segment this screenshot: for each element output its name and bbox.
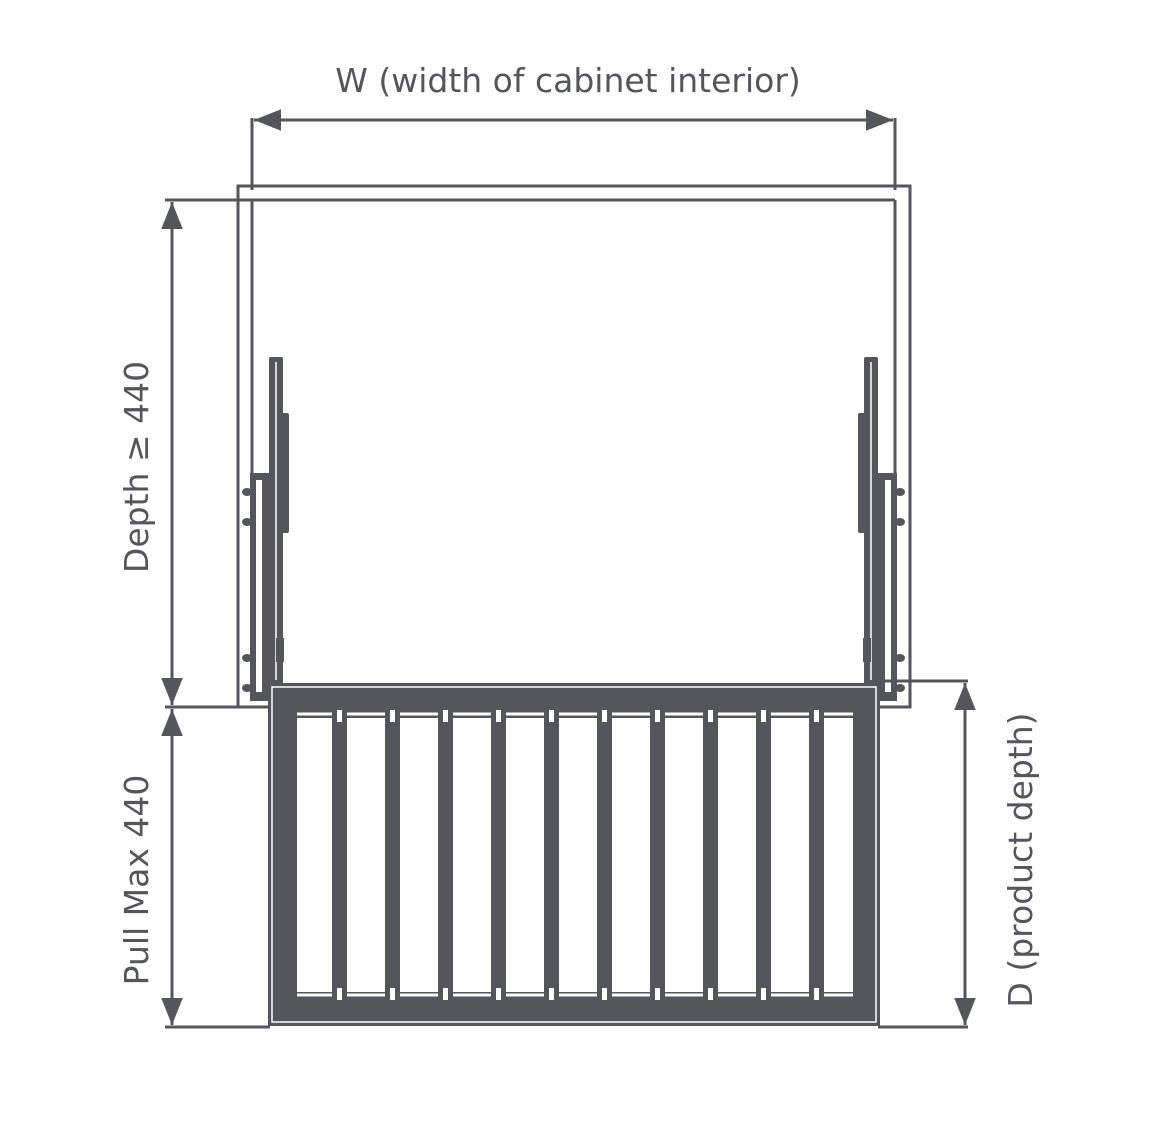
right-slide-rail [857, 356, 906, 702]
slat-notch [337, 710, 342, 722]
basket-slat [385, 710, 400, 998]
basket-slat [809, 710, 824, 998]
slat-notch [496, 710, 501, 722]
slat-notch [814, 988, 819, 1000]
left-slide-rail [242, 357, 289, 701]
basket-slat [491, 710, 506, 998]
basket-slat [438, 710, 453, 998]
slat-notch [761, 988, 766, 1000]
cabinet-outline [236, 184, 912, 709]
slat-notch [708, 710, 713, 722]
slat-notch [496, 988, 501, 1000]
basket-slat [650, 710, 665, 998]
slat-notch [655, 988, 660, 1000]
slat-notch [390, 988, 395, 1000]
slat-notch [443, 710, 448, 722]
product-depth-label: D (product depth) [1001, 712, 1040, 1007]
basket-slat [332, 710, 347, 998]
slat-notch [602, 710, 607, 722]
width-label: W (width of cabinet interior) [335, 61, 801, 100]
slat-notch [708, 988, 713, 1000]
slat-notch [602, 988, 607, 1000]
width-dimension [250, 109, 897, 190]
slat-notch [549, 988, 554, 1000]
basket-slats [332, 710, 824, 1000]
screw-icons [242, 488, 252, 692]
basket-slat [597, 710, 612, 998]
basket-slat [756, 710, 771, 998]
basket-slat [544, 710, 559, 998]
depth-label: Depth ≥ 440 [117, 361, 156, 573]
depth-dimension [161, 198, 270, 709]
slat-notch [761, 710, 766, 722]
pull-max-dimension [161, 709, 270, 1029]
slat-notch [814, 710, 819, 722]
pull-max-label: Pull Max 440 [117, 775, 156, 986]
basket [268, 683, 880, 1026]
slat-notch [655, 710, 660, 722]
slat-notch [390, 710, 395, 722]
basket-slat [703, 710, 718, 998]
product-depth-dimension [878, 679, 976, 1029]
slat-notch [337, 988, 342, 1000]
slat-notch [549, 710, 554, 722]
slat-notch [443, 988, 448, 1000]
